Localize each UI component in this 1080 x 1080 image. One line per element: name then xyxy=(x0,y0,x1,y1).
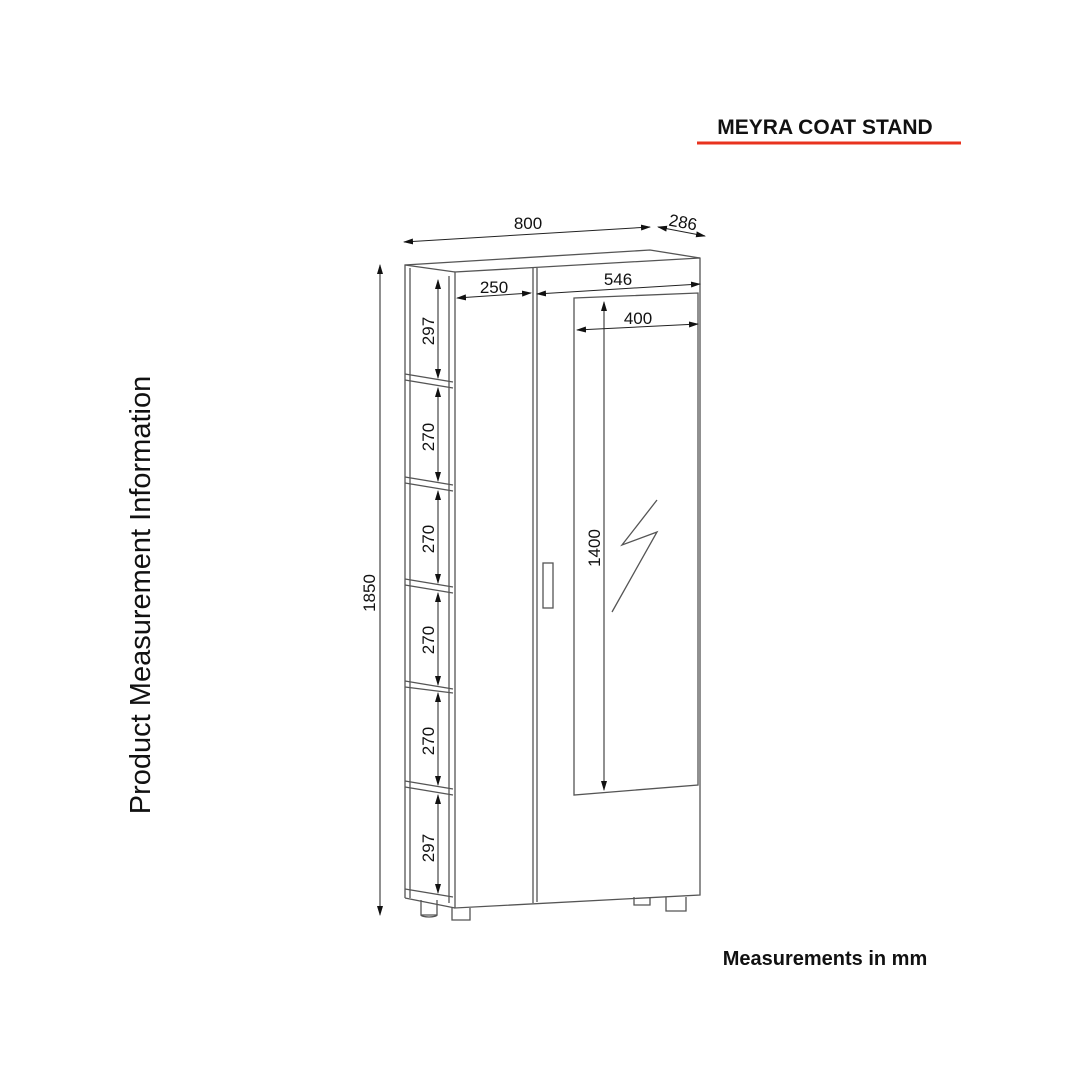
dimension-mirror-height: 1400 xyxy=(585,301,607,791)
shelves xyxy=(404,373,454,898)
dimension-mirror-width: 400 xyxy=(576,309,699,333)
svg-text:1850: 1850 xyxy=(360,574,379,612)
svg-text:286: 286 xyxy=(667,211,698,235)
svg-text:270: 270 xyxy=(419,423,438,451)
dimension-depth: 286 xyxy=(657,211,706,238)
svg-text:546: 546 xyxy=(604,270,632,289)
svg-text:270: 270 xyxy=(419,727,438,755)
door-handle xyxy=(542,562,554,609)
dimension-shelf-unit-width: 250 xyxy=(456,278,532,301)
dimension-shelf-spacings: 297 270 270 270 270 297 xyxy=(419,279,441,894)
svg-text:297: 297 xyxy=(419,317,438,345)
svg-text:250: 250 xyxy=(480,278,508,297)
dimension-height: 1850 xyxy=(360,264,383,916)
svg-text:297: 297 xyxy=(419,834,438,862)
cabinet-outline xyxy=(404,249,701,909)
svg-text:800: 800 xyxy=(514,214,542,233)
side-label: Product Measurement Information xyxy=(125,376,157,814)
svg-text:270: 270 xyxy=(419,626,438,654)
legs xyxy=(420,897,687,921)
dimension-width: 800 xyxy=(403,214,651,245)
dimension-door-width: 546 xyxy=(536,270,701,297)
footer-note: Measurements in mm xyxy=(723,948,928,970)
title: MEYRA COAT STAND xyxy=(717,116,932,139)
svg-text:270: 270 xyxy=(419,525,438,553)
svg-text:400: 400 xyxy=(624,309,652,328)
svg-text:1400: 1400 xyxy=(585,529,604,567)
